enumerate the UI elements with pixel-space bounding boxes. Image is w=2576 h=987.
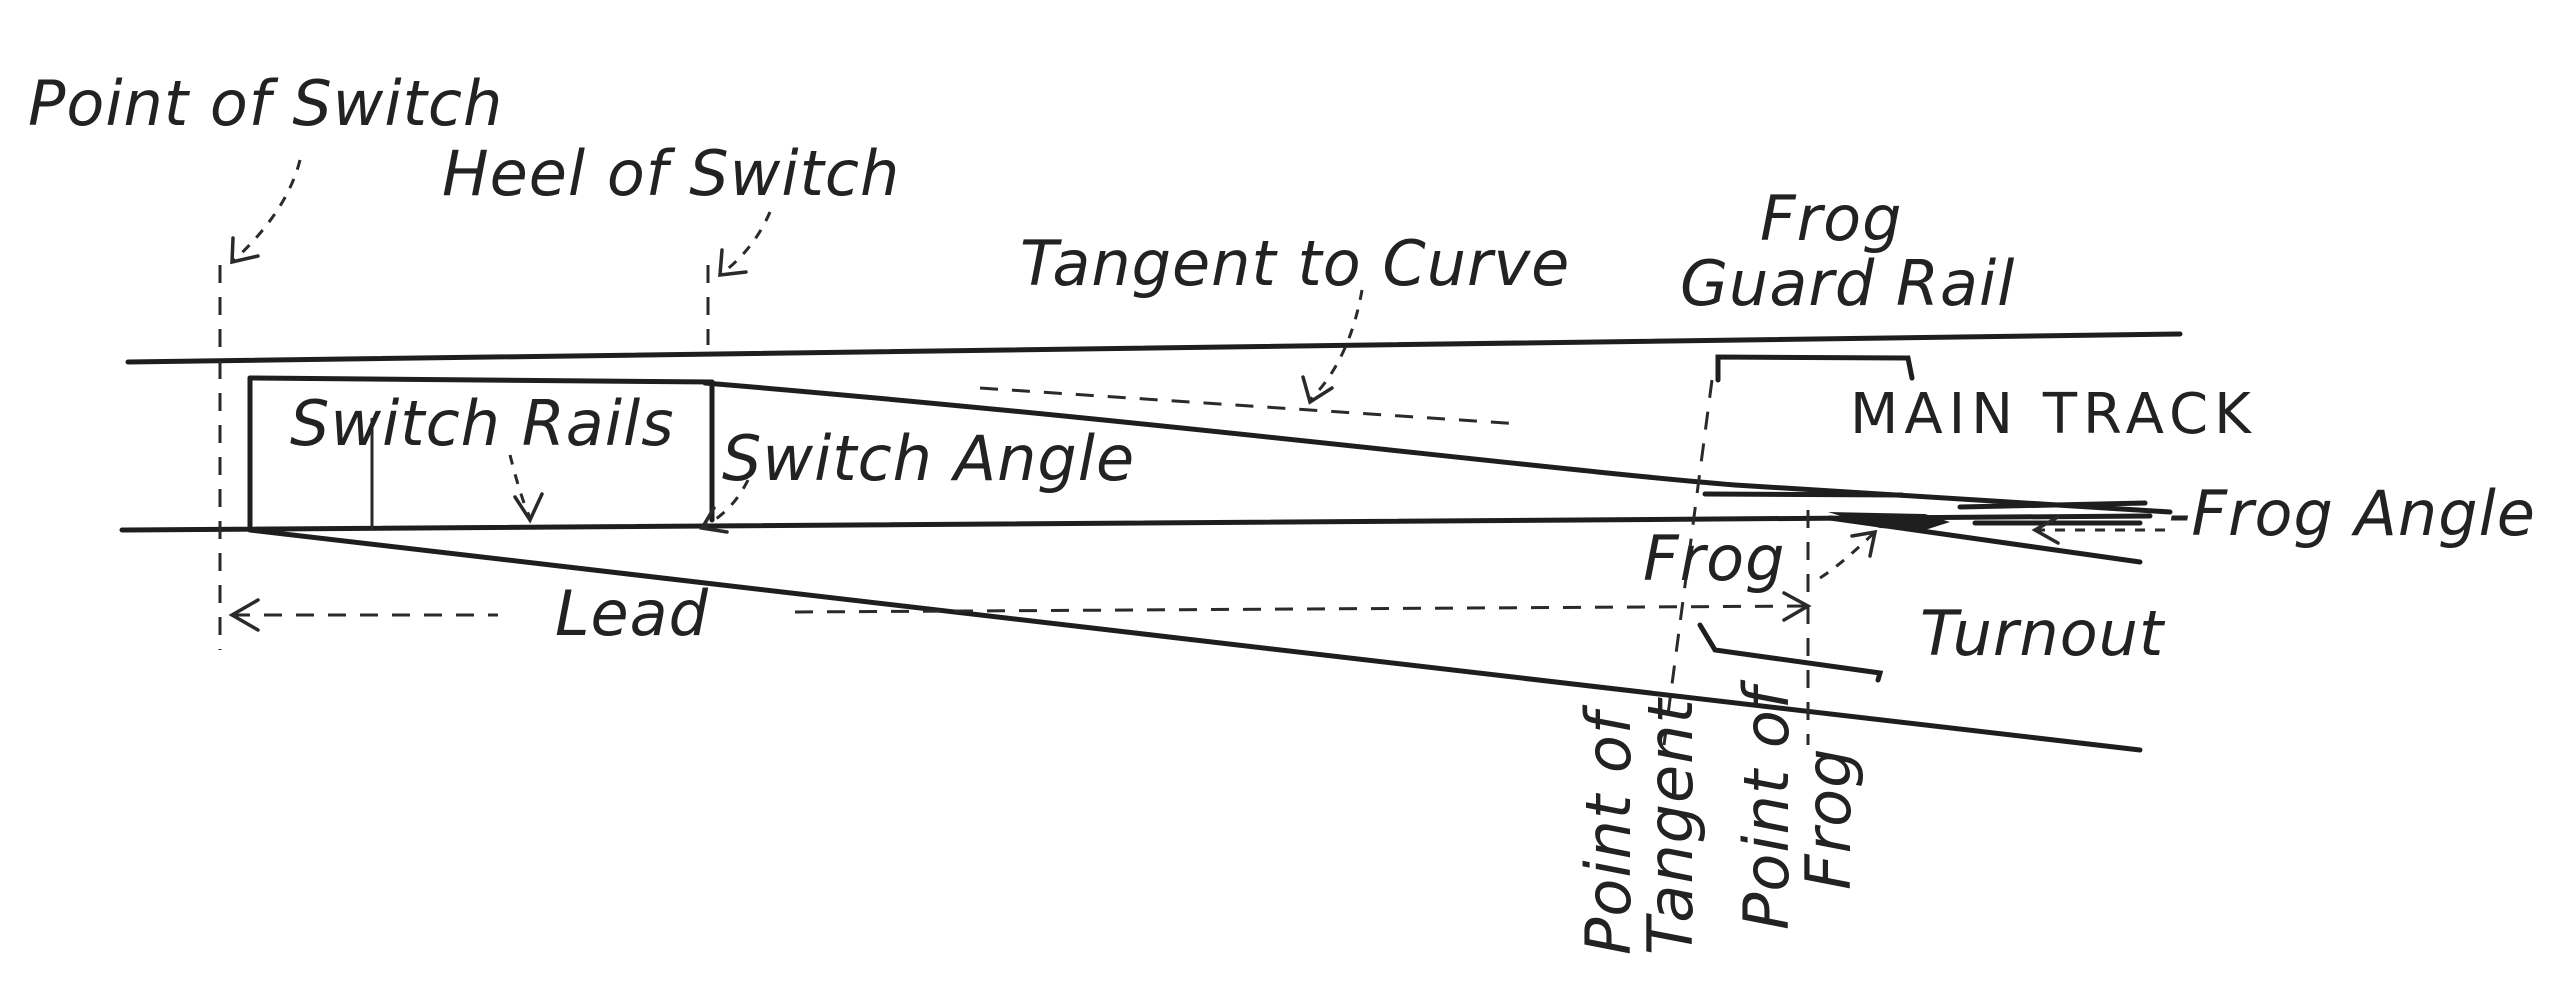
point-of-frog-line1: Point of [1730,679,1803,930]
switch-box-top [247,375,715,385]
switch-angle-arrow [701,479,750,530]
point-of-frog-label: Point of Frog [1730,679,1865,930]
frog-angle-arrowhead [2031,515,2060,545]
main-track-upper-rail [125,331,2183,365]
lead-arrow-right [1782,591,1812,622]
lead-dimension [228,591,1812,632]
frog-angle-label: -Frog Angle [2168,477,2536,550]
heel-of-switch-arrow [719,211,772,277]
switch-rails-arrow [508,454,532,519]
point-of-switch-arrow [230,159,302,264]
frog-point-arrow [1819,530,1877,580]
point-of-switch-arrowhead [230,236,260,265]
main-guard-rail-lower [1702,491,1905,498]
lead-label: Lead [555,577,709,650]
guard-rail-label: Guard Rail [1680,247,2015,320]
heel-of-switch-label: Heel of Switch [442,137,900,210]
point-of-switch-label: Point of Switch [28,67,503,140]
switch-rails-label: Switch Rails [290,387,675,460]
track-rails [119,331,2183,753]
lead-dash-right [794,604,1809,614]
turnout-label: Turnout [1920,597,2166,670]
switch-rails-arrowhead [513,492,544,524]
turnout-guard-rail [1697,622,1884,683]
frog-point-arrowhead [1850,529,1878,558]
main-track-lower-rail [119,513,2153,533]
pointer-arrows [230,159,2165,580]
frog-point [1828,512,1950,530]
switch-angle-label: Switch Angle [722,422,1135,495]
tangent-to-curve-label: Tangent to Curve [1020,227,1570,300]
guard-rails [1697,354,1915,683]
tangent-extension-line [979,386,1521,426]
lead-arrow-left [228,598,260,632]
reference-lines [218,265,1810,746]
point-of-frog-line2: Frog [1792,748,1865,890]
tangent-to-curve-arrow [1308,289,1364,402]
point-of-tangent-line1: Point of [1572,704,1645,955]
frog-heading-label: Frog [1760,182,1902,255]
main-guard-rail [1715,354,1915,383]
frog-point-label: Frog [1643,522,1785,595]
heel-of-switch-arrowhead [718,248,748,277]
frog-upper-wing [1957,500,2148,510]
labels: Point of Switch Heel of Switch Tangent t… [28,67,2536,955]
turnout-curved-rail [702,380,2173,515]
tangent-to-curve-arrowhead [1301,375,1334,405]
point-of-tangent-line2: Tangent [1634,697,1707,955]
main-track-label: MAIN TRACK [1850,382,2257,447]
point-of-tangent-label: Point of Tangent [1572,697,1707,955]
turnout-lower-rail [247,527,2143,753]
switch-angle-arrowhead [699,506,729,534]
switch-rails-box [247,375,715,533]
